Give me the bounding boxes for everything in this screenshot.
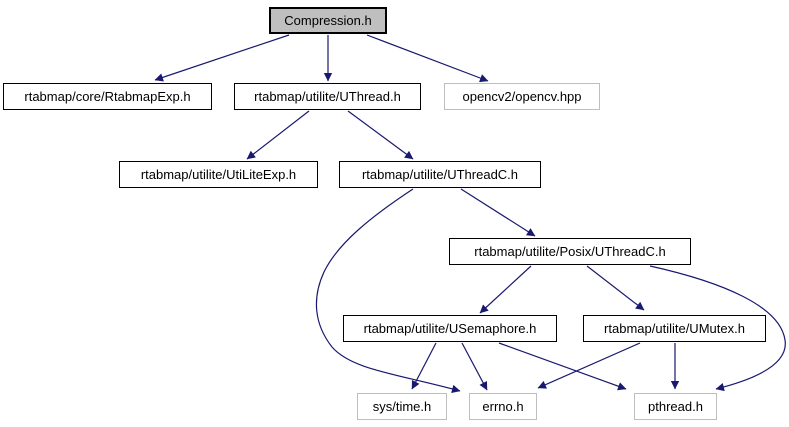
graph-node-rtabmap-utilite-uthreadc-h[interactable]: rtabmap/utilite/UThreadC.h: [339, 161, 541, 188]
graph-node-rtabmap-utilite-umutex-h[interactable]: rtabmap/utilite/UMutex.h: [583, 315, 766, 342]
graph-node-rtabmap-utilite-usemaphore-h[interactable]: rtabmap/utilite/USemaphore.h: [343, 315, 557, 342]
edge-uthreadc-to-posix-uthreadc: [460, 188, 536, 237]
graph-node-compression-h: Compression.h: [269, 7, 387, 34]
edge-usemaphore-to-pthread: [498, 342, 627, 391]
graph-node-rtabmap-core-rtabmapexp-h[interactable]: rtabmap/core/RtabmapExp.h: [3, 83, 212, 110]
edge-umutex-to-errno: [537, 342, 641, 389]
edge-usemaphore-to-errno: [461, 342, 488, 391]
edge-usemaphore-to-sys-time: [411, 342, 437, 390]
graph-node-rtabmap-utilite-uthread-h[interactable]: rtabmap/utilite/UThread.h: [234, 83, 421, 110]
edge-uthreadc-to-errno: [315, 188, 461, 393]
edge-posix-uthreadc-to-usemaphore: [479, 265, 532, 314]
edge-posix-uthreadc-to-pthread: [649, 265, 786, 392]
edge-uthread-to-utiliteexp: [246, 110, 310, 160]
graph-node-errno-h: errno.h: [469, 393, 537, 420]
edge-compression-to-opencv: [366, 34, 489, 83]
graph-node-sys-time-h: sys/time.h: [357, 393, 447, 420]
edge-posix-uthreadc-to-umutex: [586, 265, 645, 311]
edge-compression-to-rtabmapexp: [154, 34, 290, 82]
graph-node-pthread-h: pthread.h: [634, 393, 717, 420]
graph-node-rtabmap-utilite-posix-uthreadc-h[interactable]: rtabmap/utilite/Posix/UThreadC.h: [449, 238, 691, 265]
graph-node-rtabmap-utilite-utiliteexp-h[interactable]: rtabmap/utilite/UtiLiteExp.h: [119, 161, 318, 188]
edge-uthread-to-uthreadc: [347, 110, 414, 160]
graph-node-opencv2-opencv-hpp: opencv2/opencv.hpp: [444, 83, 600, 110]
